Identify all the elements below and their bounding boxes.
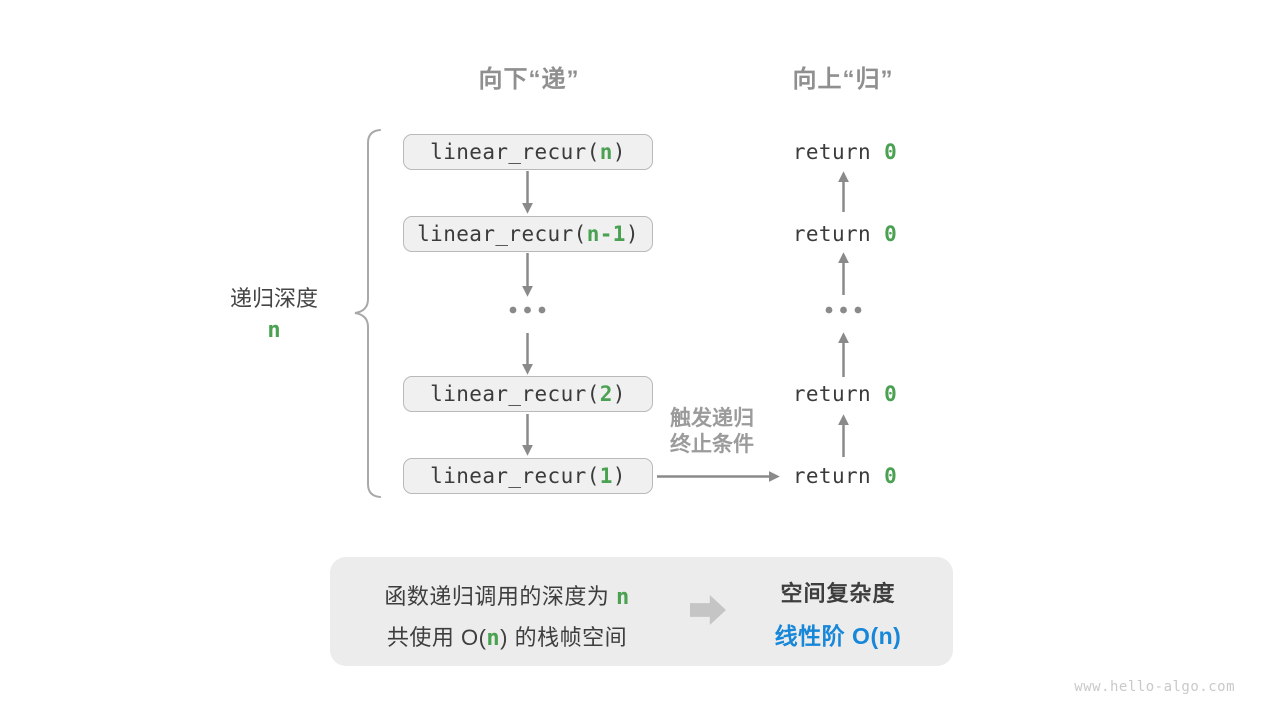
watermark: www.hello-algo.com (1074, 679, 1235, 695)
return-keyword: return (792, 140, 885, 164)
terminate-note-line2: 终止条件 (670, 433, 754, 456)
return-keyword: return (792, 464, 885, 488)
call-box-2: linear_recur(2) (403, 376, 653, 412)
depth-brace (354, 129, 381, 498)
call-text: linear_recur( (417, 222, 587, 246)
call-arg: 1 (599, 464, 613, 488)
call-box-n-1: linear_recur(n-1) (403, 216, 653, 252)
call-arg: n (599, 140, 613, 164)
summary-line1: 函数递归调用的深度为 n (346, 577, 668, 618)
call-text: linear_recur( (430, 140, 600, 164)
return-keyword: return (792, 222, 885, 246)
space-complexity-title: 空间复杂度 (780, 581, 896, 606)
recursion-depth-value: n (267, 318, 281, 343)
call-text: ) (612, 140, 626, 164)
call-text: ) (612, 464, 626, 488)
return-value: 0 (884, 464, 898, 488)
summary-line2: 共使用 O(n) 的栈帧空间 (346, 618, 668, 659)
return-statement: return 0 (770, 140, 920, 164)
summary-line1-value: n (615, 585, 630, 610)
ellipsis-dots-left (509, 306, 546, 314)
summary-card (330, 557, 953, 666)
return-value: 0 (884, 140, 898, 164)
call-text: ) (612, 382, 626, 406)
summary-line1-text: 函数递归调用的深度为 (384, 584, 616, 609)
return-statement: return 0 (770, 382, 920, 406)
call-arg: n-1 (586, 222, 626, 246)
terminate-note-line1: 触发递归 (670, 407, 754, 430)
call-text: linear_recur( (430, 464, 600, 488)
space-complexity-result: 线性阶 O(n) (774, 623, 902, 649)
recursion-depth-label: 递归深度 (229, 286, 318, 311)
return-keyword: return (792, 382, 885, 406)
ellipsis-dots-right (825, 306, 862, 314)
return-statement: return 0 (770, 222, 920, 246)
ascend-column-header: 向上“归” (792, 66, 894, 93)
summary-line2-value: n (486, 626, 501, 651)
call-arg: 2 (599, 382, 613, 406)
return-statement: return 0 (770, 464, 920, 488)
terminate-condition-note: 触发递归 终止条件 (642, 406, 782, 458)
call-box-n: linear_recur(n) (403, 134, 653, 170)
summary-text: 函数递归调用的深度为 n 共使用 O(n) 的栈帧空间 (346, 577, 668, 659)
descend-column-header: 向下“递” (478, 66, 580, 93)
return-value: 0 (884, 222, 898, 246)
summary-line2-suffix: ) 的栈帧空间 (500, 625, 628, 650)
summary-line2-text: 共使用 O( (386, 625, 487, 650)
call-text: linear_recur( (430, 382, 600, 406)
call-box-1: linear_recur(1) (403, 458, 653, 494)
call-text: ) (625, 222, 639, 246)
return-value: 0 (884, 382, 898, 406)
